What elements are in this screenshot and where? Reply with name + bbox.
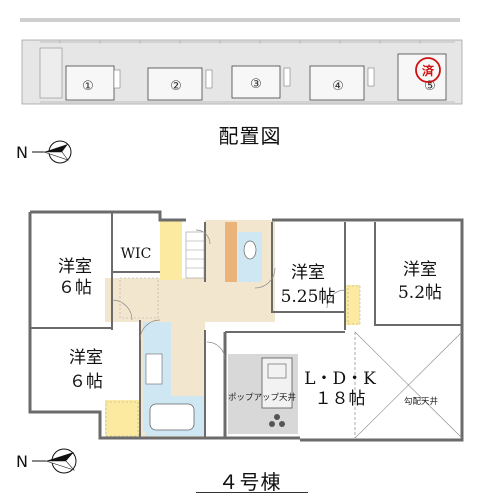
sink-icon [267,363,287,379]
lot-3-number: ③ [250,77,262,92]
north-arrow-top: N [16,140,72,164]
building-title: ４号棟 [218,470,282,494]
kitchen-counter [261,357,293,409]
interior-walls [30,212,462,438]
popup-ceiling-label: ポップアップ天井 [228,392,296,403]
floor-plan: 洋室 ６帖 WIC 洋室 5.25帖 洋室 5.2帖 洋室 ６帖 L・D・K １… [28,210,464,442]
room-ldk-size: １８帖 [315,389,366,409]
room-ldk-name: L・D・K [304,369,376,389]
sloped-ceiling-cross [354,331,463,439]
lot-2-number: ② [170,79,182,94]
room-western-2-size: 5.25帖 [281,287,336,307]
building-title-underline [196,492,308,493]
vanity-icon [145,353,163,385]
room-western-1-size: ６帖 [58,278,92,298]
toilet-icon [243,240,257,260]
lot-4 [309,65,375,101]
compass-needle-icon [46,452,74,461]
storage-closet [160,220,182,280]
room-western-3-name: 洋室 [403,260,437,280]
lot-4-number: ④ [332,79,344,94]
road-strip [20,18,460,22]
room-wic-name: WIC [121,246,152,262]
room-western-4-name: 洋室 [69,348,103,368]
bathtub-icon [149,403,195,431]
lot-2 [147,67,213,101]
door-swings [111,229,346,361]
north-arrow-bottom: N [16,448,77,474]
stove-icon [269,414,285,427]
sold-stamp: 済 [415,57,441,83]
sloped-ceiling-label: 勾配天井 [404,396,438,407]
sold-stamp-label: 済 [422,63,435,78]
exterior-walls [28,210,464,442]
room-western-1-name: 洋室 [58,257,92,277]
lot-1 [65,65,121,101]
site-plan-title: 配置図 [218,124,282,148]
room-western-3-size: 5.2帖 [398,283,442,303]
room-western-4-size: ６帖 [69,372,103,392]
north-letter: N [16,143,28,162]
lot-1-number: ① [82,79,94,94]
entrance [225,222,237,282]
compass-needle-icon [44,144,68,152]
road-hatch [59,40,421,44]
lot-3 [231,65,291,99]
site-plan: ① ② ③ ④ ⑤ 済 [20,18,463,105]
north-letter: N [16,452,28,471]
room-western-2-name: 洋室 [291,263,325,283]
staircase [185,231,205,279]
lot-5-number: ⑤ [424,79,436,94]
